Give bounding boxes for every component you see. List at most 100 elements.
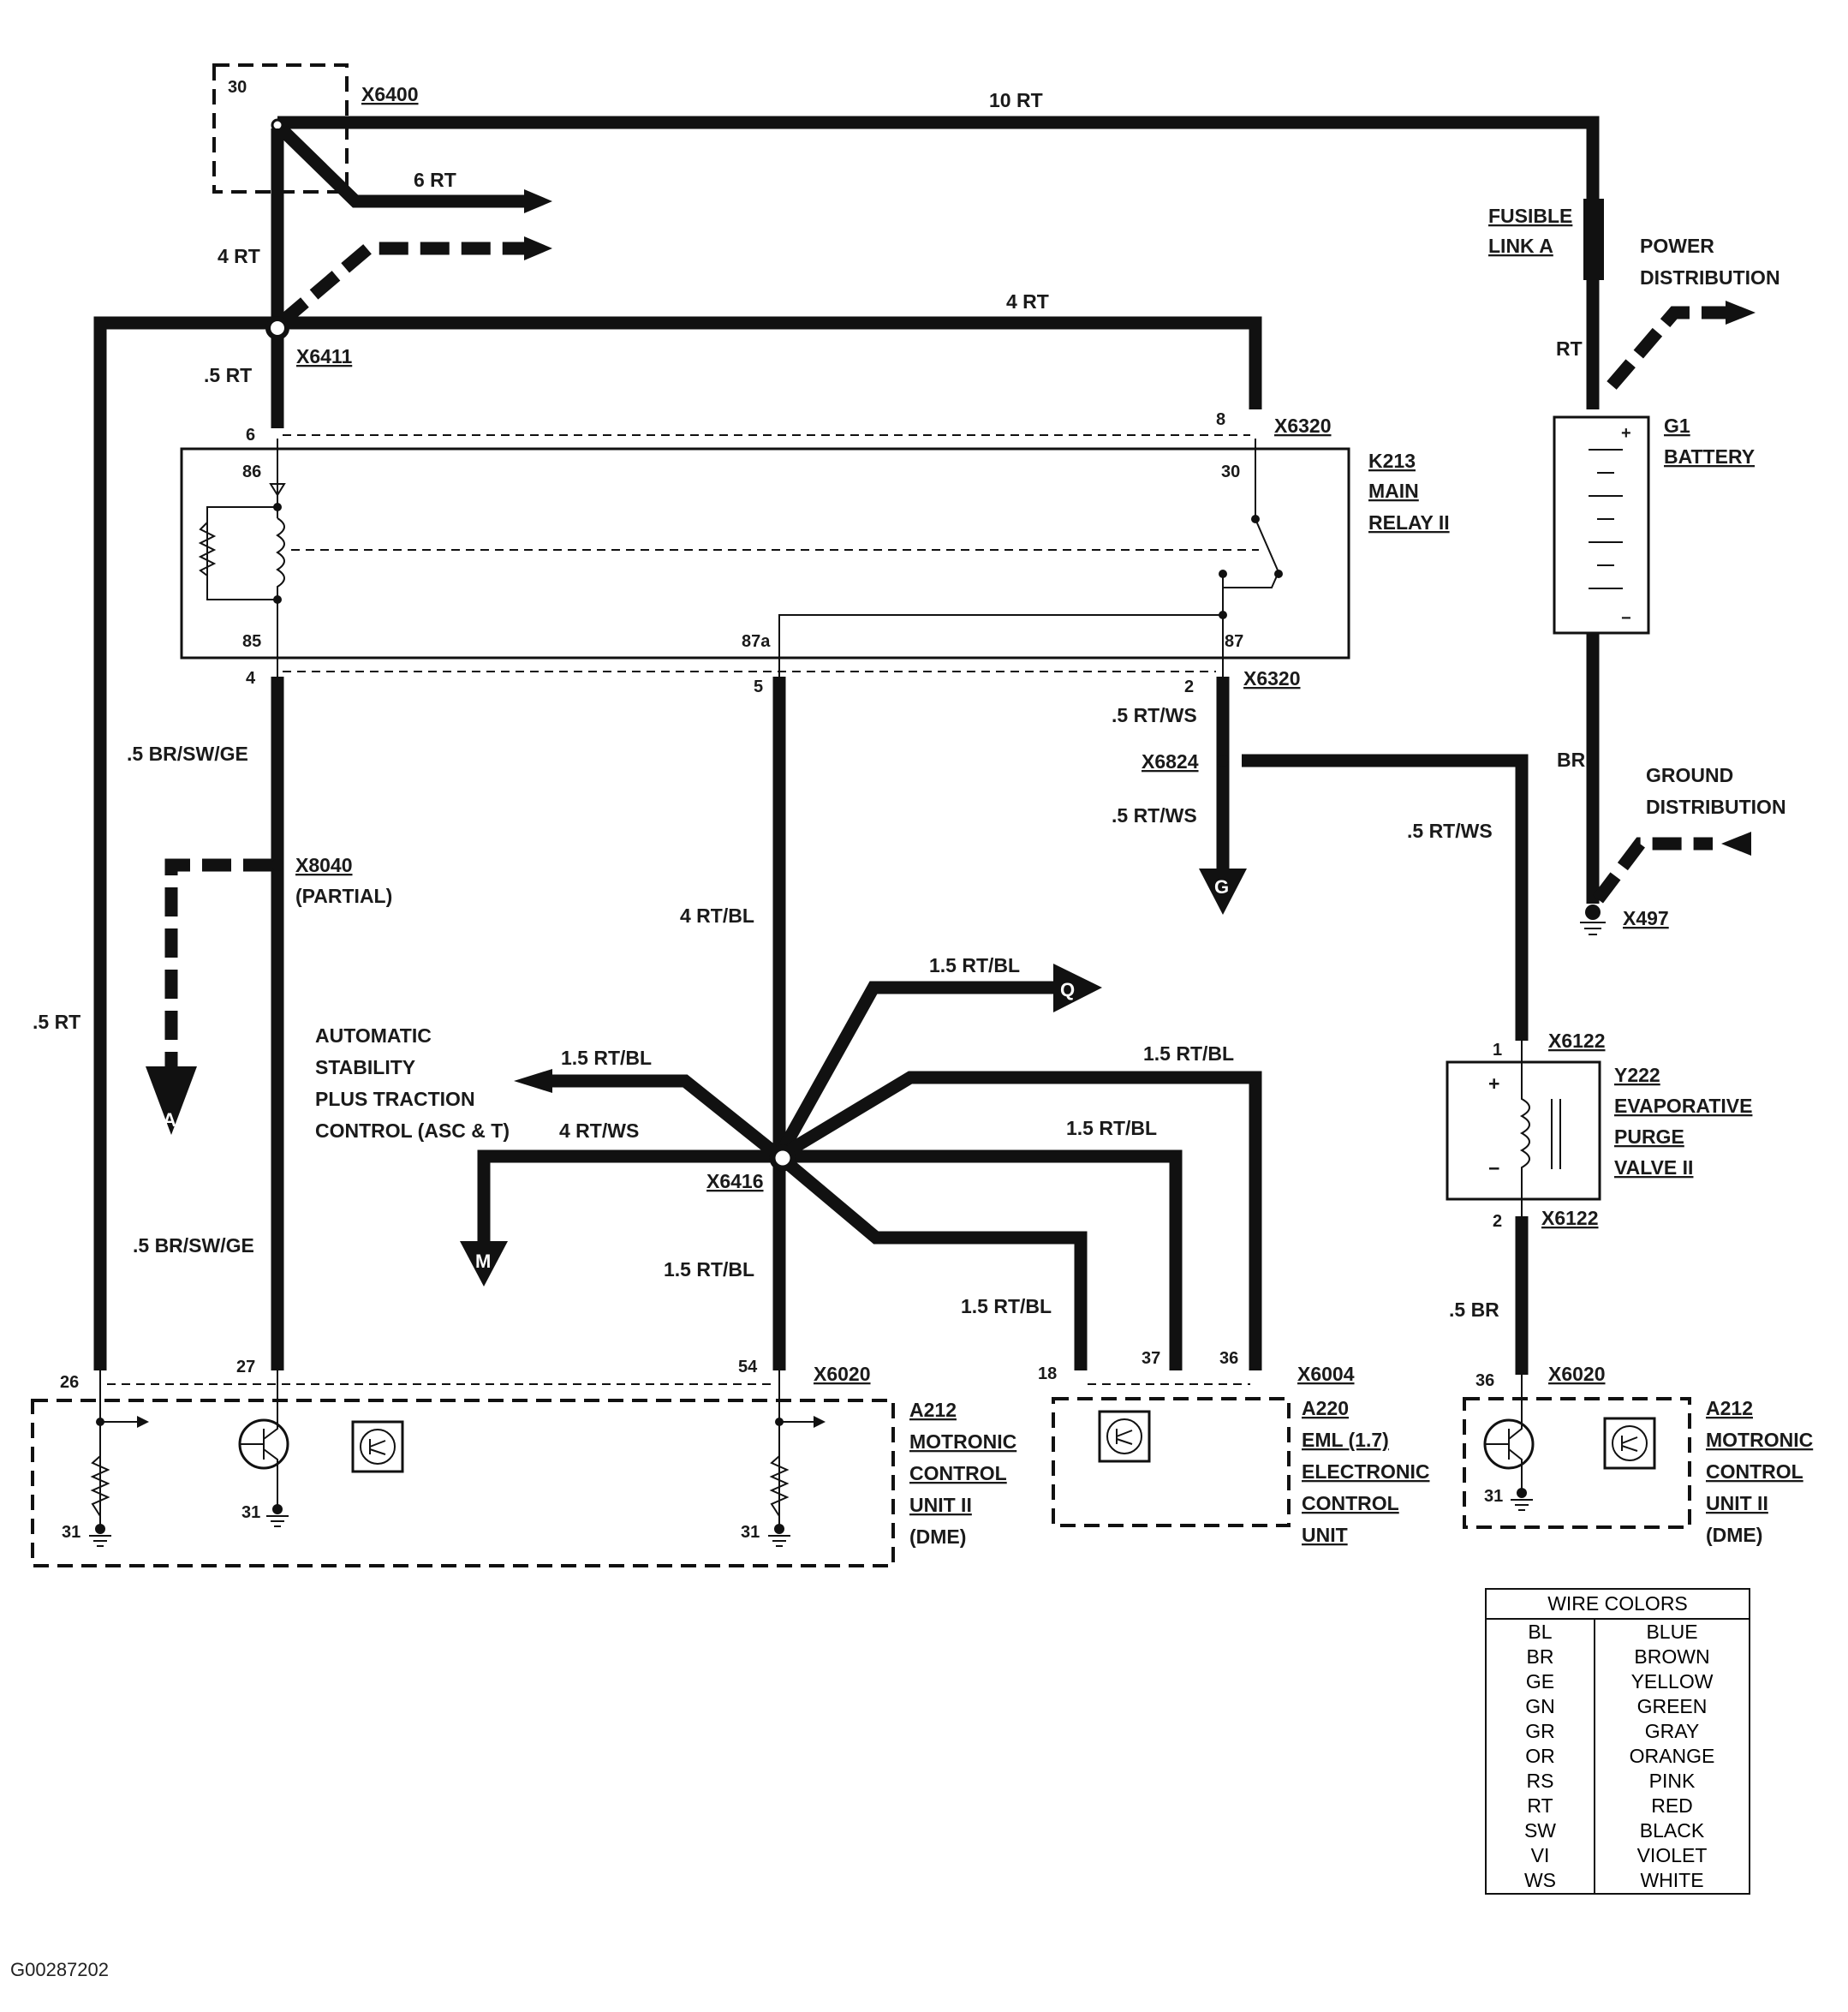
- a212-right-ground: [1517, 1488, 1527, 1498]
- legend-color: BLUE: [1646, 1621, 1698, 1643]
- ground-dist-label-0: GROUND: [1646, 764, 1733, 786]
- splice-x6416: [769, 1144, 796, 1172]
- connector-x8040: X8040: [295, 854, 353, 876]
- connector-x8040-note: (PARTIAL): [295, 885, 392, 907]
- fuse-pin-label: 30: [228, 78, 247, 97]
- battery-cells: [1589, 449, 1623, 589]
- wire-to-terminal-a: [164, 858, 272, 1071]
- label-br-batt: BR: [1557, 749, 1586, 771]
- label-05rt-top: .5 RT: [204, 364, 252, 386]
- a220-module-circle: [1106, 1418, 1142, 1454]
- valve-y222-box: [1446, 1060, 1601, 1201]
- legend-color: VIOLET: [1636, 1844, 1708, 1866]
- label-brswge-1: .5 BR/SW/GE: [127, 743, 248, 765]
- connector-x6824: X6824: [1142, 750, 1199, 773]
- a212-left-label-1: MOTRONIC: [909, 1430, 1016, 1453]
- valve-coil: [1519, 1041, 1561, 1216]
- legend-color: WHITE: [1640, 1869, 1704, 1891]
- terminal-a: [146, 1066, 197, 1135]
- label-05rt-left: .5 RT: [33, 1011, 80, 1033]
- a212-right-label-4: (DME): [1706, 1524, 1762, 1546]
- legend-color: GREEN: [1636, 1695, 1708, 1717]
- power-dist-label-0: POWER: [1640, 235, 1714, 257]
- label-rtws-2: .5 RT/WS: [1112, 804, 1197, 827]
- a212-left-arrow-54: [814, 1416, 826, 1428]
- a212-left-module-glyph: [369, 1439, 386, 1455]
- pin-37: 37: [1142, 1349, 1160, 1368]
- connector-x6411: X6411: [296, 345, 352, 367]
- connector-x6122-bottom: X6122: [1541, 1207, 1599, 1229]
- legend-color: RED: [1651, 1794, 1693, 1817]
- legend-abbr: GN: [1486, 1694, 1595, 1719]
- relay-switch: [778, 439, 1280, 677]
- asc-label-2: PLUS TRACTION: [315, 1088, 475, 1110]
- label-rt-batt: RT: [1556, 337, 1583, 360]
- legend-abbr: GR: [1486, 1719, 1595, 1744]
- wire-branch-37: [779, 1149, 1183, 1370]
- terminal-g-label: G: [1214, 876, 1229, 898]
- connector-x6416: X6416: [706, 1170, 764, 1192]
- power-dist-label-1: DISTRIBUTION: [1640, 266, 1780, 289]
- label-4rtbl: 4 RT/BL: [680, 905, 754, 927]
- ground-31-c: 31: [741, 1523, 760, 1542]
- connector-x6400: X6400: [361, 83, 419, 105]
- relay-label-1: MAIN: [1368, 480, 1419, 502]
- asc-label-0: AUTOMATIC: [315, 1024, 432, 1047]
- legend-color: ORANGE: [1629, 1745, 1715, 1767]
- a212-right-label-3: UNIT II: [1706, 1492, 1768, 1514]
- ground-symbol-right: [1511, 1499, 1533, 1511]
- valve-label-2: PURGE: [1614, 1125, 1684, 1148]
- label-brswge-2: .5 BR/SW/GE: [133, 1234, 254, 1257]
- legend-abbr: OR: [1486, 1744, 1595, 1769]
- label-rtws-1: .5 RT/WS: [1112, 704, 1197, 726]
- pin-54: 54: [738, 1358, 758, 1376]
- fusible-label-0: FUSIBLE: [1488, 205, 1572, 227]
- pin-y222-2: 2: [1493, 1212, 1502, 1231]
- wire-rtws-to-valve: [1242, 754, 1529, 1041]
- terminal-a-label: A: [163, 1109, 176, 1131]
- a212-right-label-1: MOTRONIC: [1706, 1429, 1813, 1451]
- ground-x497-symbol: [1580, 922, 1606, 935]
- arrow-dashed-branch: [524, 236, 552, 260]
- a220-box: [1052, 1397, 1291, 1527]
- battery-plus: +: [1621, 424, 1631, 443]
- terminal-q-label: Q: [1060, 979, 1075, 1000]
- a212-right-module-circle: [1612, 1425, 1648, 1461]
- relay-label-0: K213: [1368, 450, 1416, 472]
- relay-label-2: RELAY II: [1368, 511, 1450, 534]
- pin-4: 4: [246, 669, 256, 688]
- legend-abbr: BR: [1486, 1645, 1595, 1669]
- connector-x6020-right: X6020: [1548, 1363, 1606, 1385]
- arrow-power-dist: [1726, 301, 1756, 325]
- legend-row: OR ORANGE: [1486, 1744, 1750, 1769]
- figure-id: G00287202: [10, 1959, 109, 1980]
- valve-plus: +: [1488, 1072, 1499, 1095]
- legend-abbr: SW: [1486, 1818, 1595, 1843]
- arrow-asc: [514, 1069, 552, 1093]
- legend-color: GRAY: [1644, 1720, 1700, 1742]
- connector-x497: X497: [1623, 907, 1669, 929]
- label-6rt: 6 RT: [414, 169, 456, 191]
- a212-right-transistor-leads: [1485, 1375, 1523, 1490]
- wire-branch-18: [775, 1151, 1088, 1370]
- a212-left-circuit-54: [769, 1370, 814, 1525]
- pin-87: 87: [1225, 632, 1243, 651]
- battery-label-0: G1: [1664, 415, 1690, 437]
- connector-x6320-top: X6320: [1274, 415, 1332, 437]
- battery-minus: −: [1621, 609, 1631, 628]
- label-15rtbl-36: 1.5 RT/BL: [1143, 1042, 1234, 1065]
- a212-left-label-0: A212: [909, 1399, 957, 1421]
- connector-x6020-left: X6020: [814, 1363, 871, 1385]
- splice-x6411: [265, 316, 289, 340]
- wire-ground-dist: [1593, 837, 1713, 904]
- pin-26: 26: [60, 1373, 79, 1392]
- pin-5: 5: [754, 678, 763, 696]
- valve-label-1: EVAPORATIVE: [1614, 1095, 1752, 1117]
- wire-branch-36: [776, 1071, 1262, 1370]
- legend-color: PINK: [1648, 1770, 1696, 1792]
